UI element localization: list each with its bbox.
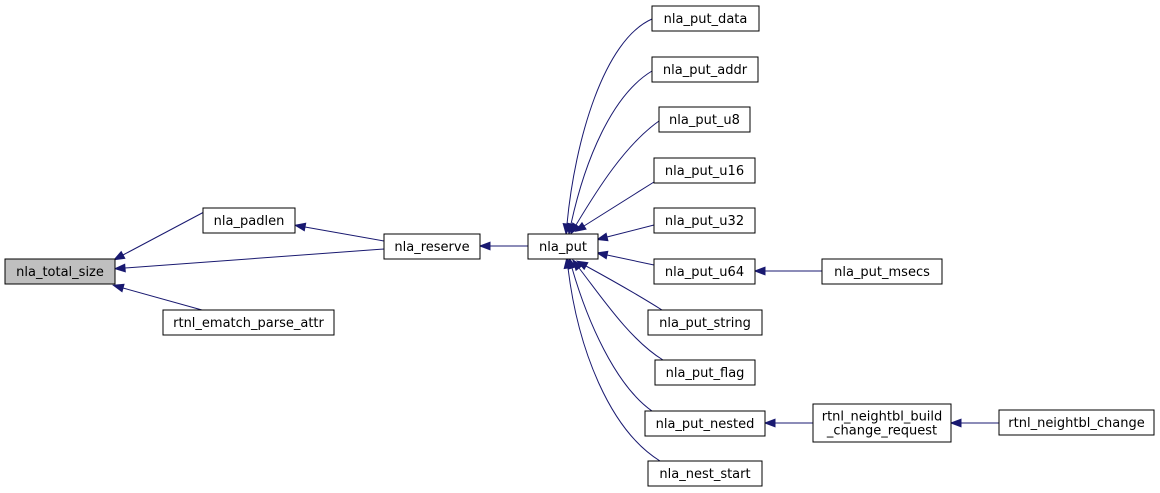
edges-layer [112,18,999,462]
node-label: nla_padlen [214,214,285,229]
arrowhead-icon [478,241,491,251]
edge-line [575,120,660,226]
edge-nla_put_string-to-nla_put [575,260,663,311]
node-label: _change_request [826,424,937,439]
node-box [651,5,760,32]
arrowhead-icon [753,266,766,276]
edge-line [566,18,653,225]
node-label: rtnl_neightbl_change [1008,416,1144,431]
edge-rtnl_neightbl_build_change_request-to-nla_put_nested [763,418,813,428]
node-box [821,258,943,285]
node-label: rtnl_ematch_parse_attr [173,316,324,331]
edge-line [606,254,655,266]
node-label: nla_put_flag [666,366,745,381]
edge-line [583,181,655,227]
node-box [644,410,766,437]
node-rtnl-neightbl-build-change-request[interactable]: rtnl_neightbl_build_change_request [812,403,952,443]
edge-nla_padlen-to-nla_total_size [112,211,205,261]
node-box [658,106,751,133]
edge-line [122,287,203,311]
node-box [998,409,1155,436]
node-nla-put-u16[interactable]: nla_put_u16 [653,157,756,184]
node-box [653,157,756,184]
node-box [653,207,756,234]
arrowhead-icon [570,222,581,235]
node-nla-put-u64[interactable]: nla_put_u64 [653,258,756,285]
edge-line [571,267,653,412]
node-box [647,309,763,336]
node-label: nla_put_addr [663,63,748,78]
edge-nla_reserve-to-nla_total_size [113,248,385,273]
node-label: nla_put_msecs [834,265,930,280]
node-box [4,258,116,285]
edge-line [606,224,655,238]
node-box [647,460,763,487]
edge-nla_put_u8-to-nla_put [570,120,660,235]
edge-nla_put_u16-to-nla_put [574,181,655,233]
node-label: nla_put_string [659,316,751,331]
arrowhead-icon [563,256,573,270]
node-rtnl-ematch-parse-attr[interactable]: rtnl_ematch_parse_attr [162,309,335,336]
node-label: nla_put_data [664,12,748,27]
edge-nla_put-to-nla_reserve [478,241,528,251]
arrowhead-icon [574,221,587,233]
node-box [162,309,335,336]
node-box [653,258,756,285]
edge-line [585,265,663,311]
node-nla-put-string[interactable]: nla_put_string [647,309,763,336]
arrowhead-icon [113,263,126,273]
arrowhead-icon [112,283,125,293]
node-label: nla_put_nested [656,417,755,432]
arrowhead-icon [112,250,126,261]
node-box [651,56,759,83]
edge-nla_reserve-to-nla_padlen [293,222,385,242]
edge-line [304,226,385,242]
node-nla-put-addr[interactable]: nla_put_addr [651,56,759,83]
node-nla-put-msecs[interactable]: nla_put_msecs [821,258,943,285]
node-label: nla_put_u64 [665,265,744,280]
edge-line [124,248,385,269]
node-box [812,403,952,443]
nodes-layer: nla_total_size nla_padlen rtnl_ematch_pars… [4,5,1155,487]
node-nla-reserve[interactable]: nla_reserve [383,233,481,260]
arrowhead-icon [949,418,962,428]
edge-nla_put_u32-to-nla_put [595,224,655,242]
edge-rtnl_neightbl_change-to-rtnl_neightbl_build_change_request [949,418,999,428]
node-label: nla_reserve [394,240,469,255]
node-nla-put[interactable]: nla_put [527,233,599,260]
node-box [527,233,599,260]
arrowhead-icon [293,222,307,232]
node-box [202,207,296,234]
node-label: nla_put_u32 [665,214,744,229]
node-label: nla_put [539,240,587,255]
node-nla-put-flag[interactable]: nla_put_flag [654,359,756,386]
node-nla-put-u32[interactable]: nla_put_u32 [653,207,756,234]
node-nla-put-data[interactable]: nla_put_data [651,5,760,32]
node-nla-total-size[interactable]: nla_total_size [4,258,116,285]
node-nla-padlen[interactable]: nla_padlen [202,207,296,234]
edge-line [570,70,653,225]
edge-nla_put_msecs-to-nla_put_u64 [753,266,822,276]
node-label: nla_total_size [16,265,104,280]
edge-line [567,267,661,462]
node-nla-put-u8[interactable]: nla_put_u8 [658,106,751,133]
arrowhead-icon [763,418,776,428]
node-label: nla_put_u8 [669,113,740,128]
edge-rtnl_ematch_parse_attr-to-nla_total_size [112,283,203,311]
node-label: nla_put_u16 [665,164,744,179]
edge-line [122,211,205,256]
node-label: rtnl_neightbl_build [822,410,943,425]
edge-line [578,267,664,361]
arrowhead-icon [595,250,609,260]
node-box [383,233,481,260]
node-nla-put-nested[interactable]: nla_put_nested [644,410,766,437]
node-box [654,359,756,386]
arrowhead-icon [595,232,609,242]
edge-nla_put_u64-to-nla_put [595,250,655,266]
node-label: nla_nest_start [659,467,750,482]
node-nla-nest-start[interactable]: nla_nest_start [647,460,763,487]
node-rtnl-neightbl-change[interactable]: rtnl_neightbl_change [998,409,1155,436]
edge-nla_nest_start-to-nla_put [563,256,661,462]
